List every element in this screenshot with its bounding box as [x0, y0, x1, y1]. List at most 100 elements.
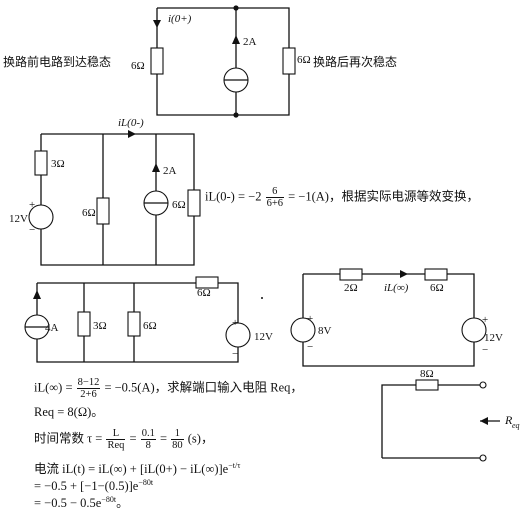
- arrow-icon: [153, 20, 161, 28]
- plus-sign: +: [482, 314, 488, 326]
- resistor-label: 6Ω: [82, 207, 96, 219]
- arrow-icon: [232, 35, 240, 44]
- resistor-label: 3Ω: [93, 320, 107, 332]
- equation-1-lhs: iL(0-) = −2: [205, 189, 262, 204]
- equation-7: = −0.5 − 0.5e−80t。: [34, 493, 129, 510]
- voltage-source-symbol: [461, 317, 487, 343]
- plus-sign: +: [307, 313, 313, 325]
- equation-4-fraction-1: L Req: [106, 428, 126, 451]
- resistor: [424, 268, 448, 281]
- fraction-numerator: 8−12: [76, 377, 101, 389]
- equation-4-lhs: 时间常数 τ =: [34, 431, 103, 446]
- minus-sign: −: [29, 224, 35, 236]
- source-label: 4A: [45, 322, 59, 334]
- source-label: 2A: [243, 36, 257, 48]
- fraction-denominator: 2+6: [80, 389, 97, 400]
- resistor-label: 6Ω: [430, 282, 444, 294]
- resistor: [77, 311, 91, 337]
- voltage-source-symbol: [28, 204, 54, 230]
- arrow-icon: [152, 163, 160, 172]
- current-label: iL(0-): [118, 117, 144, 129]
- fraction-numerator: L: [106, 428, 126, 440]
- resistor-label: 2Ω: [344, 282, 358, 294]
- current-label: i(0+): [168, 13, 192, 25]
- minus-sign: −: [307, 341, 313, 353]
- fraction-numerator: 6: [265, 186, 284, 198]
- after-switch-label: 换路后再次稳态: [313, 55, 398, 69]
- equation-4-fraction-2: 0.1 8: [140, 428, 156, 451]
- voltage-source-symbol: [290, 317, 316, 343]
- resistor-label: 3Ω: [51, 158, 65, 170]
- equals-sign: =: [159, 431, 167, 446]
- resistor: [339, 268, 363, 281]
- equation-3: Req = 8(Ω)。: [34, 405, 104, 419]
- circuit-5-wire: [381, 384, 483, 458]
- arrow-icon: [128, 130, 136, 138]
- source-label: 12V: [254, 331, 273, 343]
- equation-1: iL(0-) = −2 6 6+6 = −1(A)，根据实际电源等效变换，: [205, 186, 479, 209]
- equation-1-fraction: 6 6+6: [265, 186, 284, 209]
- equals-sign: =: [129, 431, 137, 446]
- terminal-icon: [479, 381, 487, 389]
- equation-6-body: = −0.5 + [−1−(0.5)]e: [34, 479, 139, 494]
- arrow-icon: [400, 270, 408, 278]
- resistor: [127, 311, 141, 337]
- resistor-label: 6Ω: [197, 287, 211, 299]
- resistor-label: 6Ω: [143, 320, 157, 332]
- before-switch-label: 换路前电路到达稳态: [3, 55, 112, 69]
- source-label: 2A: [163, 165, 177, 177]
- resistor: [282, 47, 296, 75]
- resistor: [96, 197, 110, 225]
- equation-5-exponent: −t/τ: [228, 461, 241, 470]
- fraction-denominator: 80: [172, 440, 183, 451]
- voltage-source-symbol: [225, 322, 251, 348]
- current-label: iL(∞): [384, 282, 409, 294]
- fraction-numerator: 0.1: [140, 428, 156, 440]
- equation-6: = −0.5 + [−1−(0.5)]e−80t: [34, 476, 153, 493]
- junction-dot: [233, 112, 239, 118]
- resistor: [34, 150, 48, 176]
- junction-dot: [233, 5, 239, 11]
- resistor-label: 8Ω: [420, 368, 434, 380]
- equation-4-fraction-3: 1 80: [171, 428, 184, 451]
- equation-2-fraction: 8−12 2+6: [76, 377, 101, 400]
- equation-1-rhs: = −1(A)，根据实际电源等效变换，: [288, 189, 479, 204]
- arrow-icon: [480, 417, 488, 425]
- minus-sign: −: [232, 348, 238, 360]
- terminal-icon: [479, 454, 487, 462]
- req-subscript: eq: [512, 421, 520, 430]
- resistor: [150, 47, 164, 75]
- equation-5-body: 电流 iL(t) = iL(∞) + [iL(0+) − iL(∞)]e: [34, 462, 229, 477]
- equation-4-rhs: (s)，: [187, 431, 214, 446]
- arrow-icon: [33, 290, 41, 299]
- equation-7-exponent: −80t: [101, 495, 117, 504]
- stray-dot: [261, 297, 263, 299]
- fraction-denominator: 6+6: [266, 198, 283, 209]
- equation-2: iL(∞) = 8−12 2+6 = −0.5(A)，求解端口输入电阻 Req，: [34, 377, 303, 400]
- req-label: R: [504, 413, 513, 427]
- fraction-denominator: Req: [107, 440, 125, 451]
- circuit-4: 2Ω iL(∞) 6Ω + 8V − + 12V −: [290, 268, 503, 367]
- fraction-numerator: 1: [171, 428, 184, 440]
- circuit-5: 8Ω R eq: [381, 368, 520, 462]
- source-label: 8V: [318, 325, 332, 337]
- equation-5: 电流 iL(t) = iL(∞) + [iL(0+) − iL(∞)]e−t/τ: [34, 459, 240, 476]
- resistor: [187, 189, 201, 217]
- circuit-3: 4A 3Ω 6Ω 6Ω + − 12V: [24, 276, 273, 363]
- minus-sign: −: [482, 344, 488, 356]
- equation-2-lhs: iL(∞) =: [34, 380, 73, 395]
- resistor: [195, 276, 219, 289]
- circuit-2: iL(0-) 3Ω 12V + − 6Ω 2A 6Ω: [9, 117, 201, 266]
- plus-sign: +: [232, 317, 238, 329]
- equation-2-rhs: = −0.5(A)，求解端口输入电阻 Req，: [104, 380, 303, 395]
- fraction-denominator: 8: [145, 440, 151, 451]
- equation-6-exponent: −80t: [138, 478, 154, 487]
- resistor-label: 6Ω: [297, 54, 311, 66]
- resistor-label: 6Ω: [131, 60, 145, 72]
- resistor: [415, 379, 439, 391]
- equation-4: 时间常数 τ = L Req = 0.1 8 = 1 80 (s)，: [34, 428, 213, 451]
- circuit-1: i(0+) 6Ω 2A 6Ω: [131, 5, 311, 118]
- circuit-1-loop: [156, 7, 290, 116]
